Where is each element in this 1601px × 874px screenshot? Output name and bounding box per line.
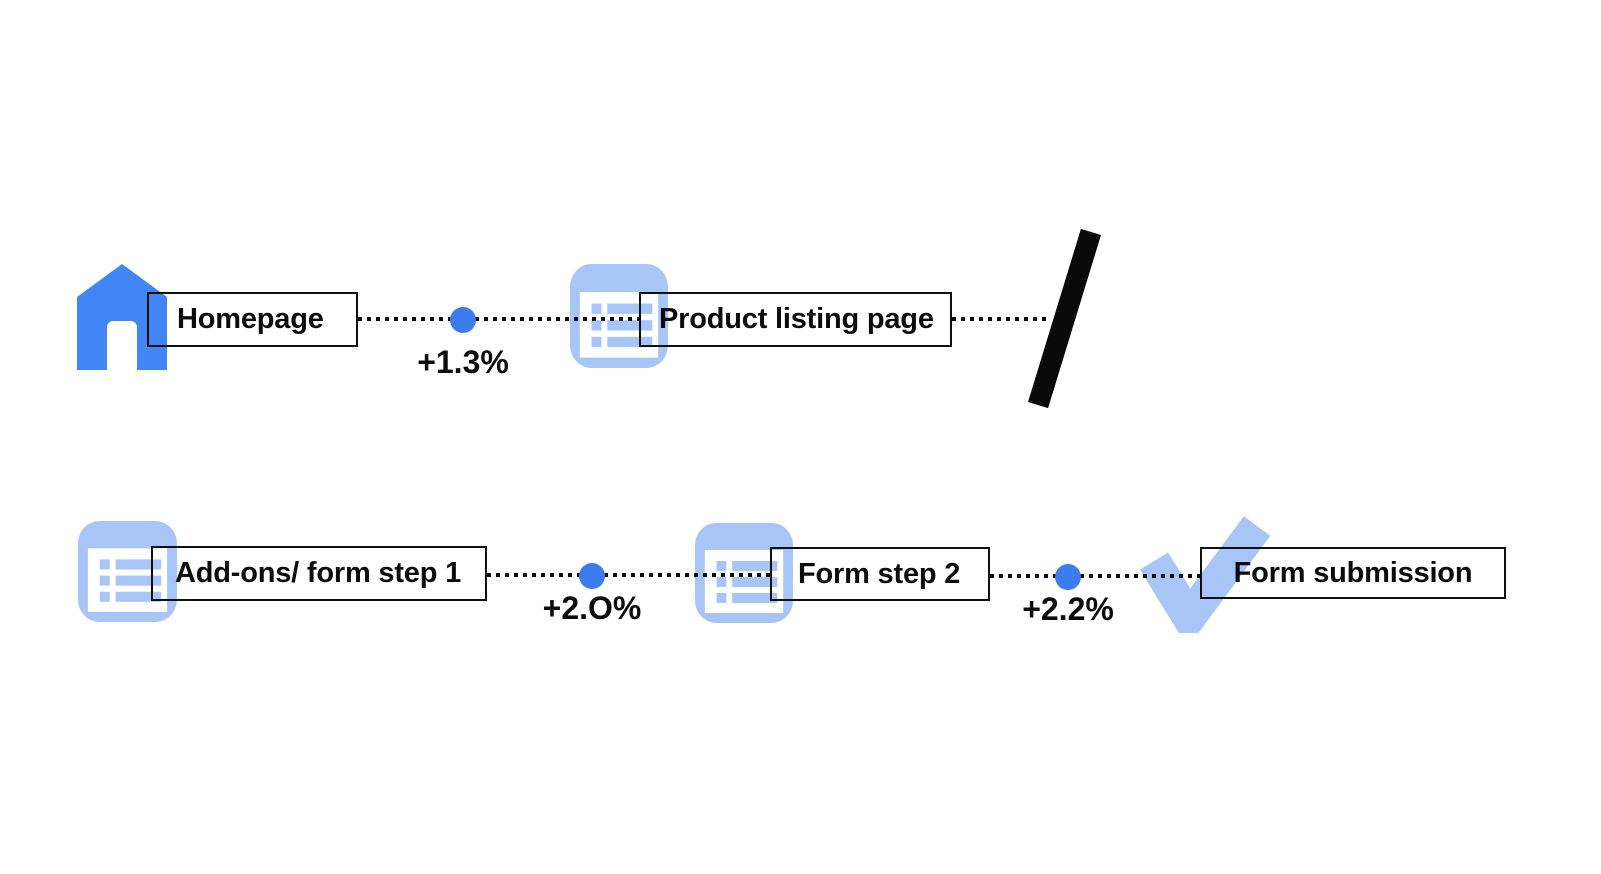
conversion-dot <box>579 563 605 589</box>
conversion-dot <box>1055 564 1081 590</box>
home-icon <box>77 264 167 370</box>
conversion-delta: +2.2% <box>1022 591 1114 627</box>
step-box-addons-form-step-1: Add-ons/ form step 1 <box>151 546 487 601</box>
connector-line <box>952 317 1051 321</box>
connector-line <box>358 317 639 321</box>
conversion-delta: +1.3% <box>417 344 509 380</box>
step-box-homepage: Homepage <box>147 292 358 347</box>
check-icon <box>1133 503 1283 648</box>
step-label-addons-form-step-1: Add-ons/ form step 1 <box>175 557 462 589</box>
step-label-homepage: Homepage <box>177 303 324 335</box>
step-label-form-submission: Form submission <box>1233 556 1473 589</box>
conversion-delta: +2.O% <box>542 590 642 626</box>
step-label-product-listing: Product listing page <box>659 303 934 335</box>
step-box-form-step-2: Form step 2 <box>770 547 990 601</box>
connector-line <box>487 573 771 577</box>
step-box-form-submission: Form submission <box>1200 547 1506 599</box>
connector-line <box>990 574 1200 578</box>
conversion-dot <box>450 307 476 333</box>
step-box-product-listing: Product listing page <box>639 292 952 347</box>
step-label-form-step-2: Form step 2 <box>798 557 961 590</box>
